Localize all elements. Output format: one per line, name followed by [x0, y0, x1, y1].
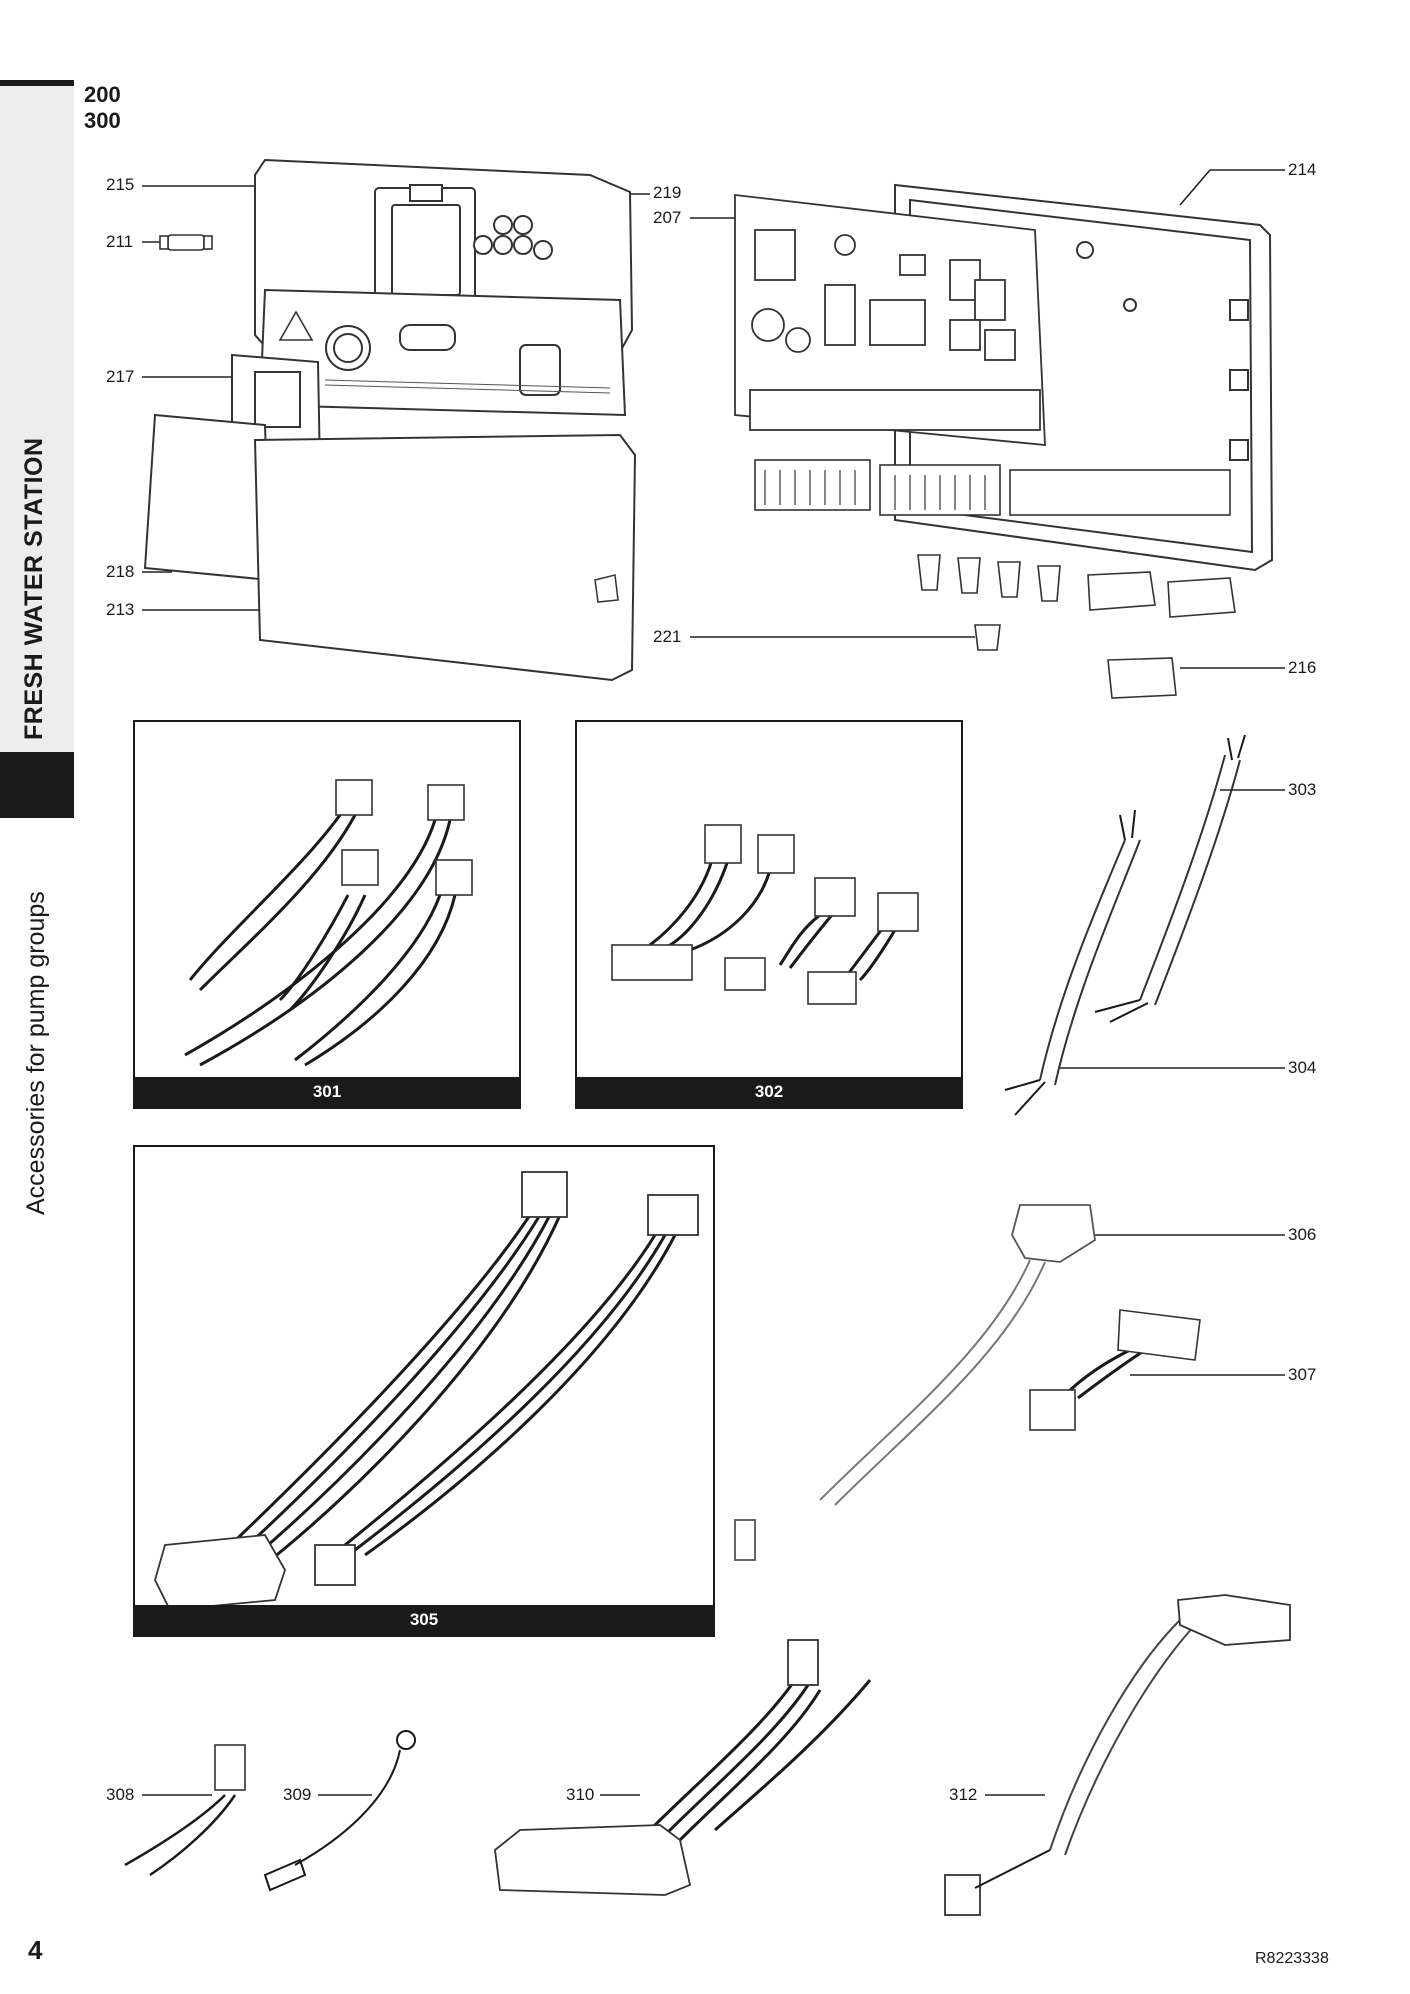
callout-218: 218: [106, 562, 135, 581]
callout-207: 207: [653, 208, 682, 227]
callout-219: 219: [653, 183, 682, 202]
callout-306: 306: [1288, 1225, 1317, 1244]
callout-217: 217: [106, 367, 135, 386]
callout-309: 309: [283, 1785, 312, 1804]
panel-301-label: 301: [135, 1077, 519, 1107]
warning-triangle-icon: [278, 310, 314, 341]
callout-216: 216: [1288, 658, 1317, 677]
panel-305: 305: [133, 1145, 715, 1637]
sidebar-top-rule: [0, 80, 74, 86]
document-reference: R8223338: [1255, 1950, 1329, 1967]
callout-312: 312: [949, 1785, 978, 1804]
callout-215: 215: [106, 175, 135, 194]
callout-213: 213: [106, 600, 135, 619]
callout-307: 307: [1288, 1365, 1317, 1384]
panel-302: 302: [575, 720, 963, 1109]
sidebar-background: [0, 80, 74, 752]
model-number-200: 200: [84, 82, 121, 107]
model-number-300: 300: [84, 108, 121, 133]
callout-303: 303: [1288, 780, 1317, 799]
panel-301: 301: [133, 720, 521, 1109]
callout-304: 304: [1288, 1058, 1317, 1077]
panel-305-label: 305: [135, 1605, 713, 1635]
callout-310: 310: [566, 1785, 595, 1804]
callout-221: 221: [653, 627, 682, 646]
page-number: 4: [28, 1935, 43, 1965]
sidebar-tab-marker: [0, 752, 74, 818]
callout-214: 214: [1288, 160, 1317, 179]
panel-302-label: 302: [577, 1077, 961, 1107]
callout-308: 308: [106, 1785, 135, 1804]
callout-211: 211: [106, 232, 134, 251]
